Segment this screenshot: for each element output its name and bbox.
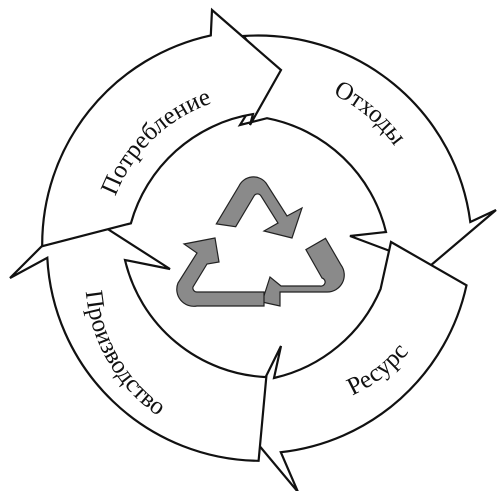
cycle-ring bbox=[9, 7, 497, 491]
recycle-arrow-top bbox=[215, 176, 304, 239]
recycle-arrow-left bbox=[176, 237, 265, 307]
recycle-arrow-right bbox=[261, 237, 345, 307]
recycling-icon bbox=[176, 176, 345, 307]
arrow-segment-resource bbox=[240, 240, 468, 491]
arrow-segment-consumption bbox=[41, 7, 283, 248]
arrow-segment-production bbox=[9, 208, 268, 462]
arrow-segment-waste bbox=[237, 34, 497, 268]
